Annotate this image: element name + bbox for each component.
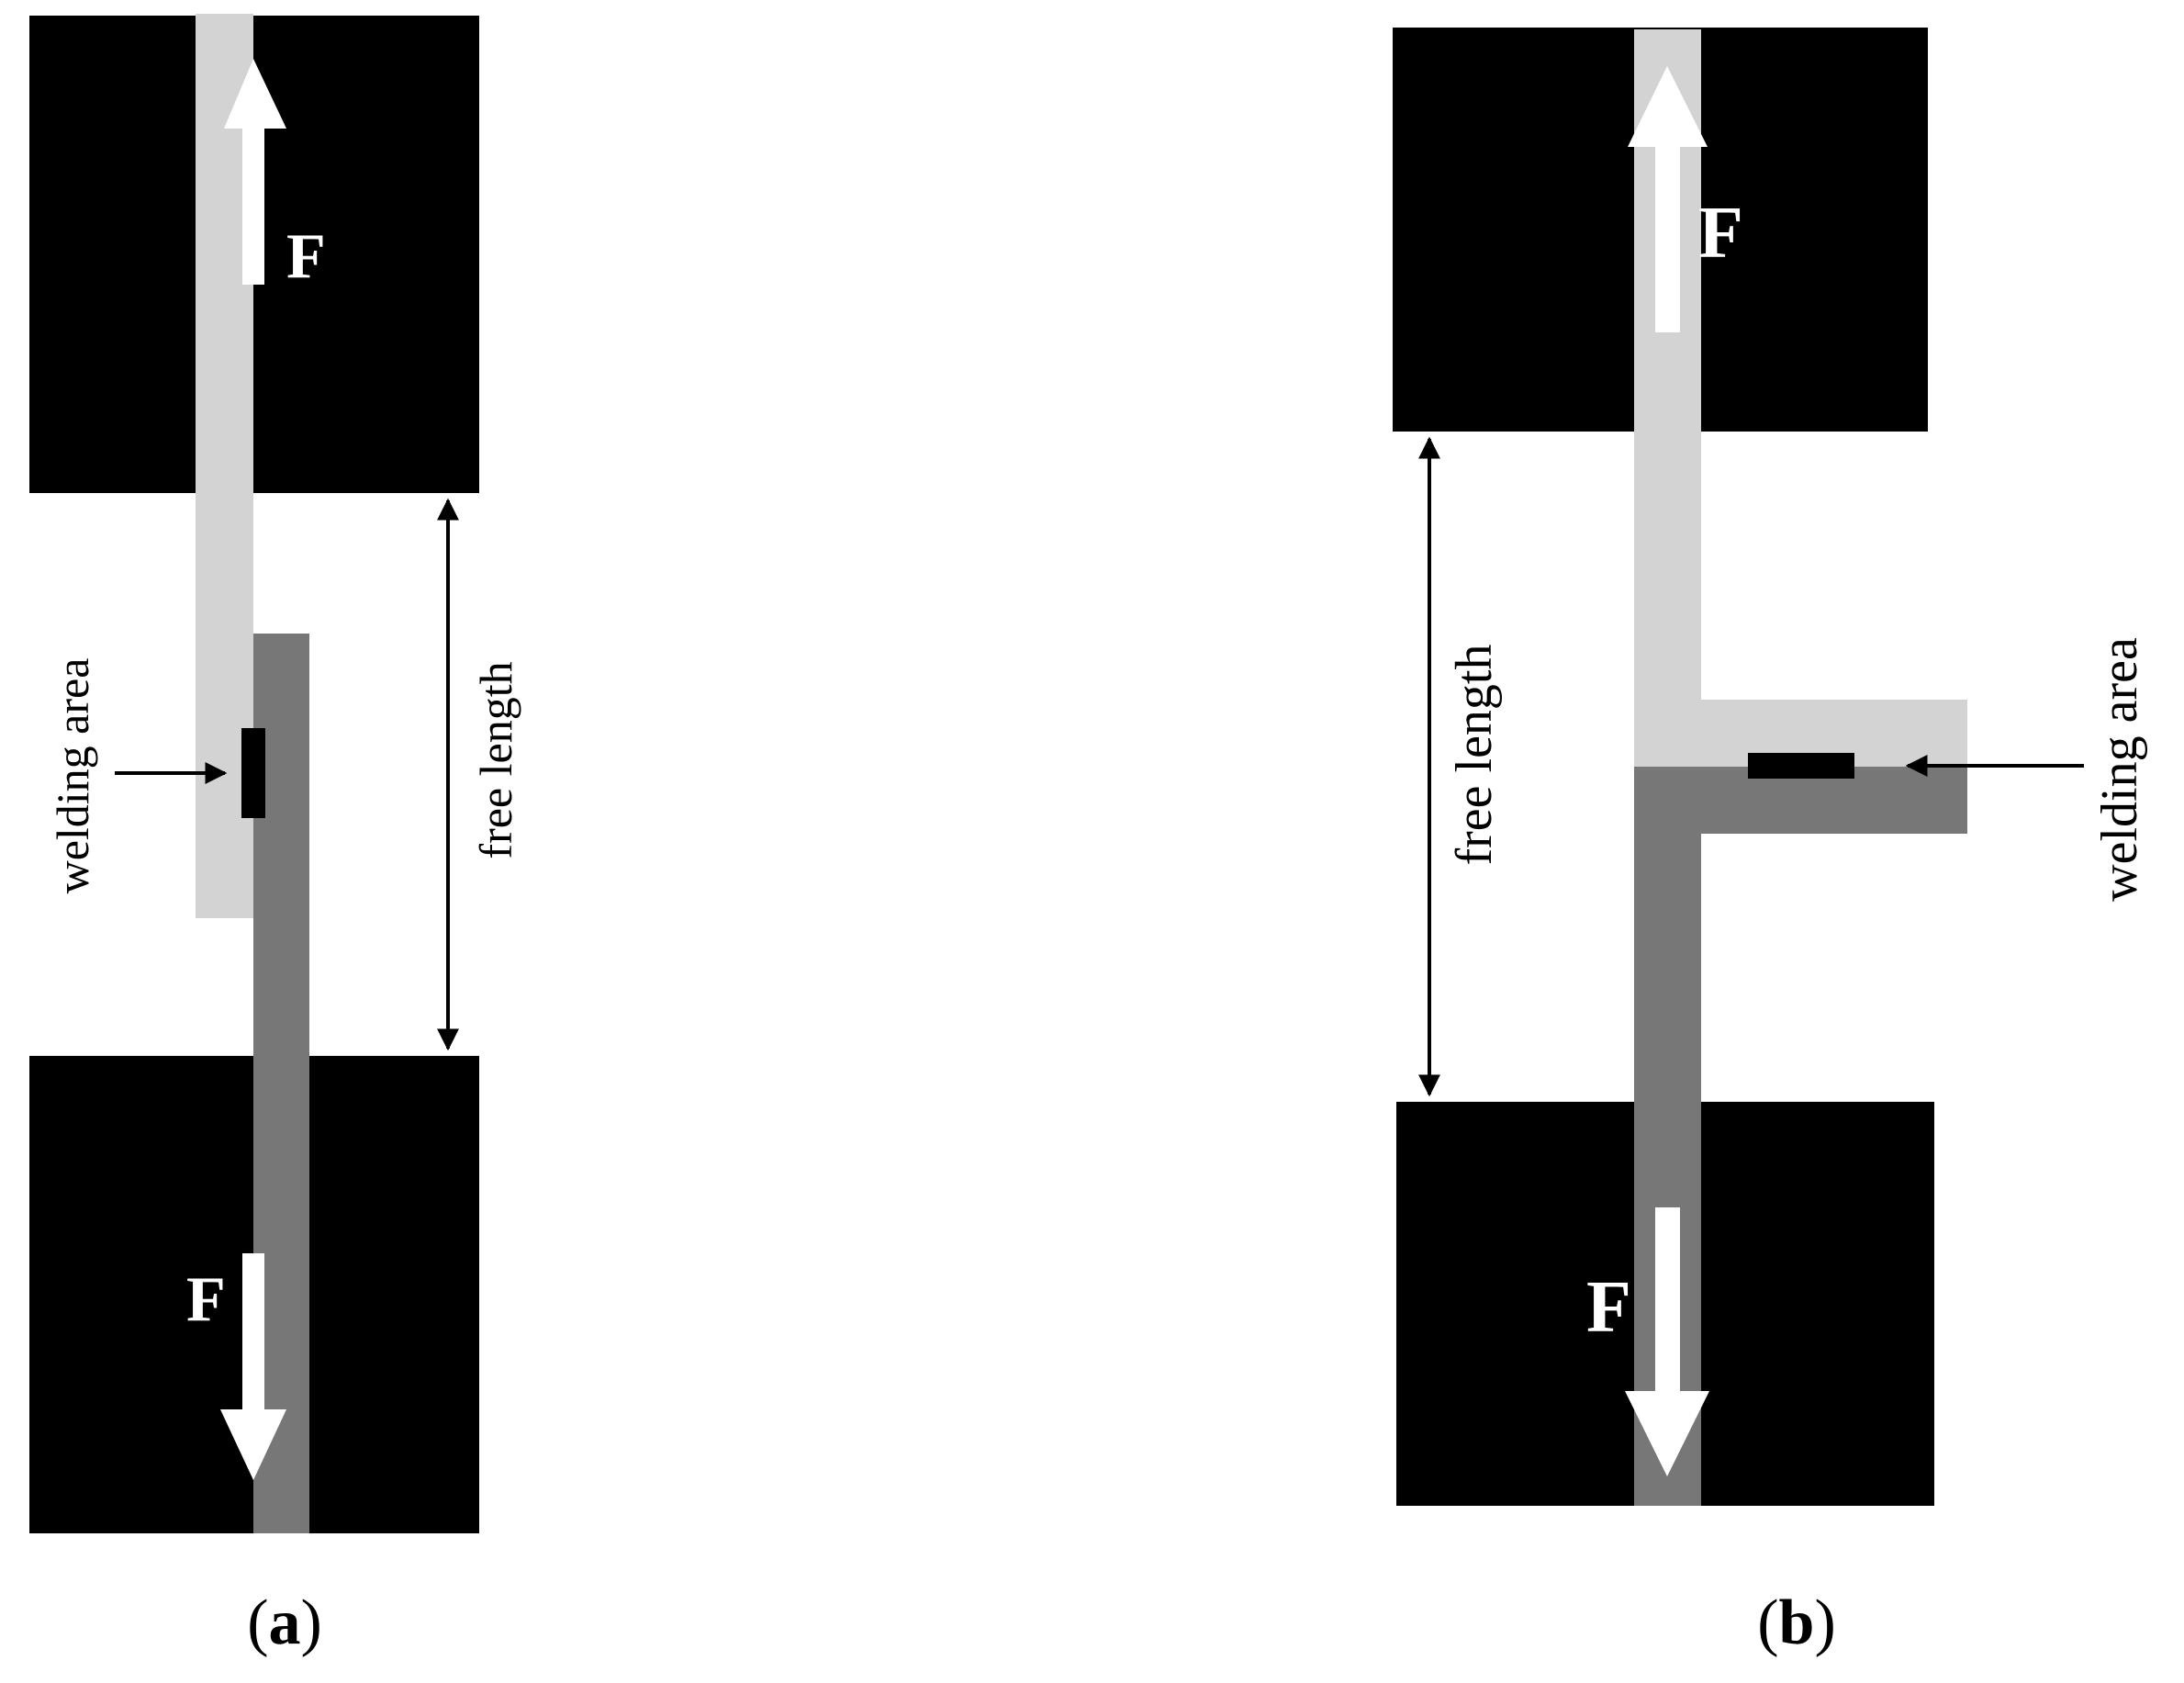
caption-b: (b) bbox=[1757, 1588, 1836, 1658]
weld-b bbox=[1748, 753, 1854, 779]
force-label-top-a: F bbox=[286, 221, 326, 292]
force-label-top-b: F bbox=[1698, 193, 1743, 274]
force-arrow-up-icon-a bbox=[224, 59, 286, 285]
force-arrow-down-icon-a bbox=[220, 1253, 286, 1480]
welding-label-a: welding area bbox=[47, 658, 98, 894]
force-arrow-down-icon-b bbox=[1625, 1207, 1709, 1476]
free-length-label-a: free length bbox=[470, 661, 521, 858]
force-label-bottom-b: F bbox=[1586, 1267, 1631, 1348]
panel-a: F F welding area free length (a) bbox=[29, 14, 521, 1658]
panel-b: F F welding area free length (b) bbox=[1393, 28, 2148, 1658]
free-length-label-b: free length bbox=[1446, 645, 1503, 866]
force-label-bottom-a: F bbox=[186, 1264, 226, 1335]
welding-label-b: welding area bbox=[2091, 637, 2148, 902]
weld-a bbox=[241, 728, 265, 818]
force-arrow-up-icon-b bbox=[1628, 66, 1708, 332]
caption-a: (a) bbox=[247, 1588, 322, 1658]
